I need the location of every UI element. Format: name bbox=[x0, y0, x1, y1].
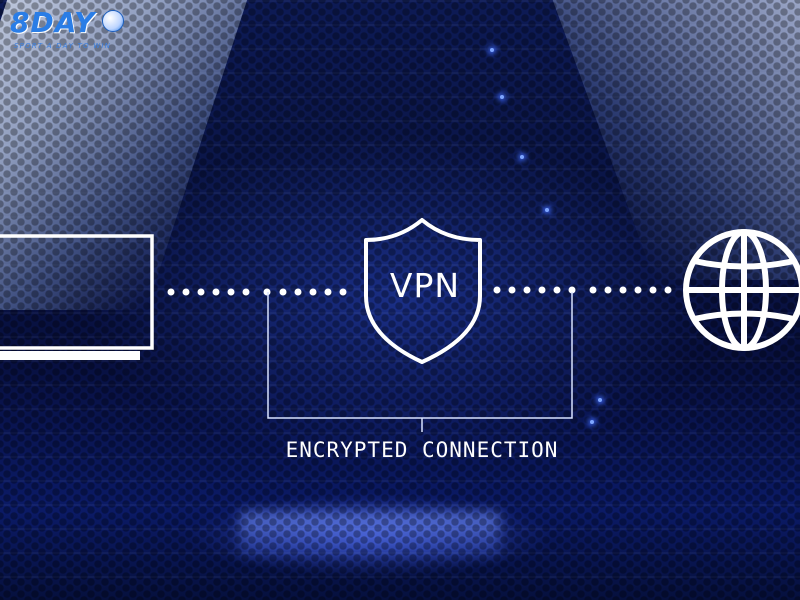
server-led bbox=[520, 155, 524, 159]
vpn-label: VPN bbox=[389, 266, 461, 305]
server-led bbox=[598, 398, 602, 402]
rack-bottom-glow bbox=[240, 512, 500, 557]
server-led bbox=[545, 208, 549, 212]
connection-dots-left bbox=[167, 288, 347, 296]
brand-logo: 8DAY SPORT A DAY TO WIN bbox=[10, 6, 124, 66]
connection-dots-right bbox=[493, 286, 672, 294]
globe-icon bbox=[683, 229, 800, 351]
logo-wordmark: 8DAY bbox=[10, 6, 96, 39]
logo-tagline: SPORT A DAY TO WIN bbox=[14, 42, 112, 50]
server-led bbox=[500, 95, 504, 99]
soccer-ball-icon bbox=[102, 10, 124, 32]
monitor-icon bbox=[0, 234, 154, 360]
encryption-bracket bbox=[267, 292, 573, 432]
server-led bbox=[490, 48, 494, 52]
encrypted-connection-caption: ENCRYPTED CONNECTION bbox=[285, 438, 559, 462]
shield-icon bbox=[364, 218, 482, 364]
server-led bbox=[590, 420, 594, 424]
